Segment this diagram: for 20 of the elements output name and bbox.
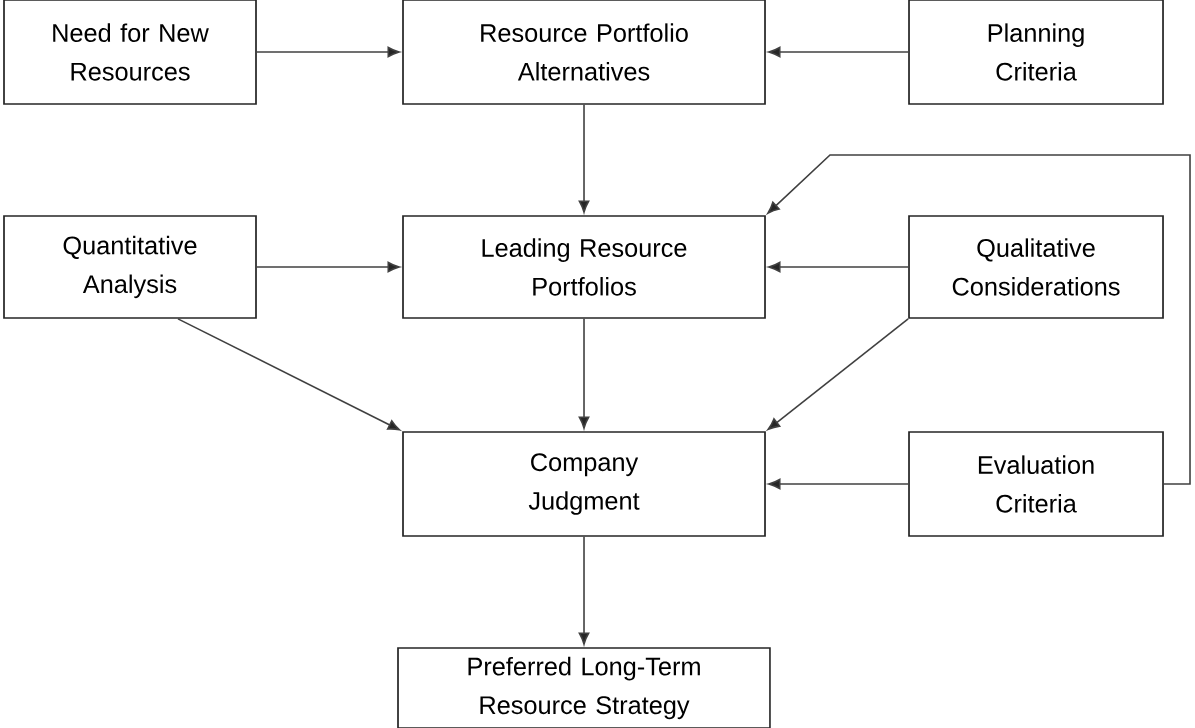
process-box: Qualitative Considerations xyxy=(908,215,1164,319)
process-box: Evaluation Criteria xyxy=(908,431,1164,537)
arrow xyxy=(768,261,909,273)
arrow xyxy=(768,46,909,58)
process-box: Need for New Resources xyxy=(3,0,257,105)
arrow xyxy=(767,154,1191,485)
process-box: Resource Portfolio Alternatives xyxy=(402,0,766,105)
arrow xyxy=(578,104,590,213)
process-box: Company Judgment xyxy=(402,431,766,537)
process-box: Preferred Long-Term Resource Strategy xyxy=(397,647,771,728)
arrow xyxy=(768,478,909,490)
arrow xyxy=(578,318,590,429)
arrow xyxy=(177,318,401,431)
process-box: Planning Criteria xyxy=(908,0,1164,105)
arrow xyxy=(256,46,400,58)
arrow xyxy=(767,318,909,431)
arrow xyxy=(578,536,590,645)
process-box: Leading Resource Portfolios xyxy=(402,215,766,319)
process-box: Quantitative Analysis xyxy=(3,215,257,319)
arrow xyxy=(256,261,400,273)
